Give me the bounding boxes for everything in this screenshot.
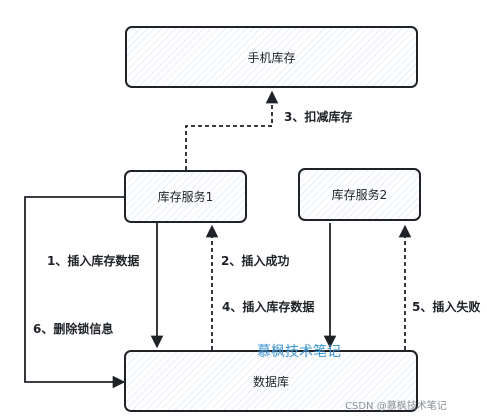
node-stock-service-2-label: 库存服务2 [331,188,388,202]
edge-label-insert-stock-data-1: 1、插入库存数据 [47,254,140,268]
node-stock-service-1-label: 库存服务1 [157,190,214,204]
watermark-corner: CSDN @慕枫技术笔记 [345,401,447,412]
node-phone-stock: 手机库存 [125,26,418,88]
arrow-deduct-stock [185,90,279,170]
node-database-label: 数据库 [252,374,289,389]
arrow-delete-lock-info [24,196,126,389]
watermark-center: 慕枫技术笔记 [257,344,341,360]
edge-label-delete-lock-info: 6、删除锁信息 [33,322,114,336]
node-stock-service-1: 库存服务1 [124,170,247,223]
node-phone-stock-label: 手机库存 [247,50,296,65]
node-stock-service-2: 库存服务2 [298,168,421,221]
edge-label-insert-success: 2、插入成功 [221,254,290,268]
edge-label-deduct-stock: 3、扣减库存 [284,110,353,124]
edge-label-insert-failed: 5、插入失败 [412,300,481,314]
edge-label-insert-stock-data-4: 4、插入库存数据 [222,300,315,314]
node-database: 数据库 [124,350,418,412]
